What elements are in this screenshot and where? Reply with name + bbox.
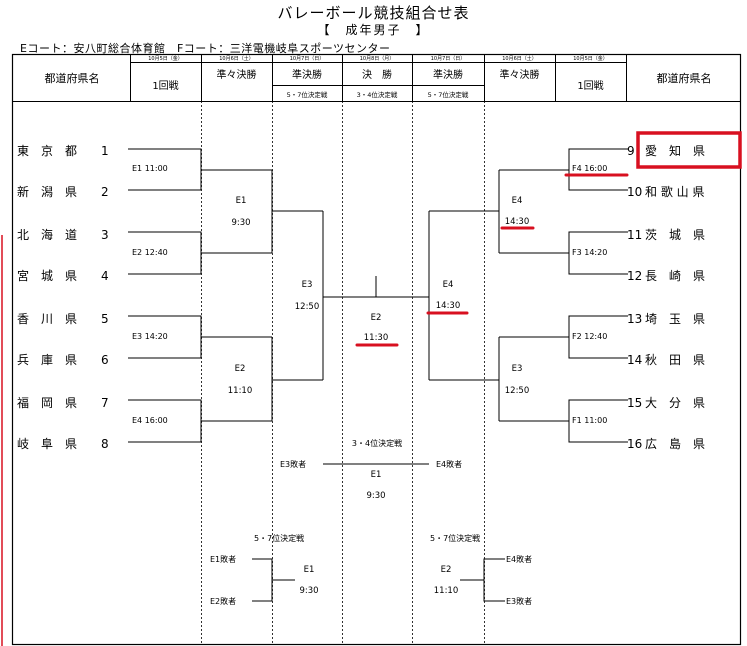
match-l-r1-a: E1 11:00	[132, 164, 168, 173]
third-place-court: E1	[370, 470, 382, 480]
match-l-r1-d: E4 16:00	[132, 416, 168, 425]
header-date-7: 10月5日（金）	[573, 56, 608, 62]
red-annotations	[355, 131, 742, 347]
header-round-1-right: 1回戦	[577, 81, 604, 92]
header-date-2: 10月6日（土）	[219, 56, 254, 62]
header-date-5: 10月7日（日）	[430, 56, 466, 62]
fifth-right-label: 5・7位決定戦	[430, 534, 481, 543]
third-place-time: 9:30	[366, 491, 386, 501]
match-l-qf-a-court: E1	[235, 196, 247, 206]
fifth-right-time: 11:10	[433, 586, 459, 596]
third-place-label: 3・4位決定戦	[351, 439, 403, 448]
header-qf-right: 準々決勝	[499, 70, 540, 81]
match-r-qf-a-time: 14:30	[504, 217, 530, 227]
category-subtitle: 【 成年男子 】	[317, 23, 430, 37]
fifth-left-court: E1	[303, 565, 315, 575]
match-r-r1-a: F4 16:00	[572, 164, 608, 173]
fifth-left-label: 5・7位決定戦	[254, 534, 305, 543]
match-l-r1-b: E2 12:40	[132, 248, 168, 257]
match-final-time: 11:30	[363, 333, 389, 343]
match-final-court: E2	[370, 313, 382, 323]
match-l-r1-c: E3 14:20	[132, 332, 168, 341]
header-date-6: 10月6日（土）	[502, 56, 537, 62]
court-info: Eコート：安八町総合体育館 Fコート：三洋電機岐阜スポーツセンター	[20, 42, 391, 55]
header-date-1: 10月5日（金）	[148, 56, 183, 62]
fifth-left-top: E1敗者	[210, 555, 237, 564]
match-l-sf-court: E3	[301, 280, 313, 290]
header-final-sub: 3・4位決定戦	[356, 91, 398, 99]
header-date-4: 10月8日（月）	[359, 56, 395, 62]
match-r-r1-b: F3 14:20	[572, 248, 608, 257]
third-place-left: E3敗者	[280, 460, 307, 469]
highlight-box-aichi	[636, 131, 742, 169]
match-l-qf-b-court: E2	[234, 364, 246, 374]
match-r-sf-court: E4	[442, 280, 454, 290]
match-l-qf-b-time: 11:10	[227, 386, 253, 396]
match-l-sf-time: 12:50	[294, 302, 320, 312]
page-title: バレーボール競技組合せ表	[277, 4, 470, 22]
header-final: 決 勝	[362, 70, 392, 81]
match-r-qf-b-court: E3	[511, 364, 523, 374]
fifth-left-bottom: E2敗者	[210, 597, 237, 606]
header-pref-left: 都道府県名	[44, 72, 100, 85]
match-r-r1-c: F2 12:40	[572, 332, 608, 341]
match-r-qf-b-time: 12:50	[504, 386, 530, 396]
fifth-right-court: E2	[440, 565, 452, 575]
match-r-qf-a-court: E4	[511, 196, 523, 206]
header-round-1-left: 1回戦	[152, 81, 179, 92]
header-qf-left: 準々決勝	[216, 70, 257, 81]
match-r-sf-time: 14:30	[435, 301, 461, 311]
match-r-r1-d: F1 11:00	[572, 416, 608, 425]
header-sf-left-sub: 5・7位決定戦	[286, 91, 328, 99]
header-pref-right: 都道府県名	[656, 72, 712, 85]
header-sf-right-sub: 5・7位決定戦	[427, 91, 469, 99]
header-sf-right: 準決勝	[433, 70, 463, 81]
match-l-qf-a-time: 9:30	[231, 218, 251, 228]
header-sf-left: 準決勝	[292, 70, 322, 81]
fifth-right-bottom: E3敗者	[506, 597, 533, 606]
fifth-right-top: E4敗者	[506, 555, 533, 564]
third-place-right: E4敗者	[436, 460, 463, 469]
fifth-left-time: 9:30	[299, 586, 319, 596]
header-date-3: 10月7日（日）	[289, 56, 325, 62]
